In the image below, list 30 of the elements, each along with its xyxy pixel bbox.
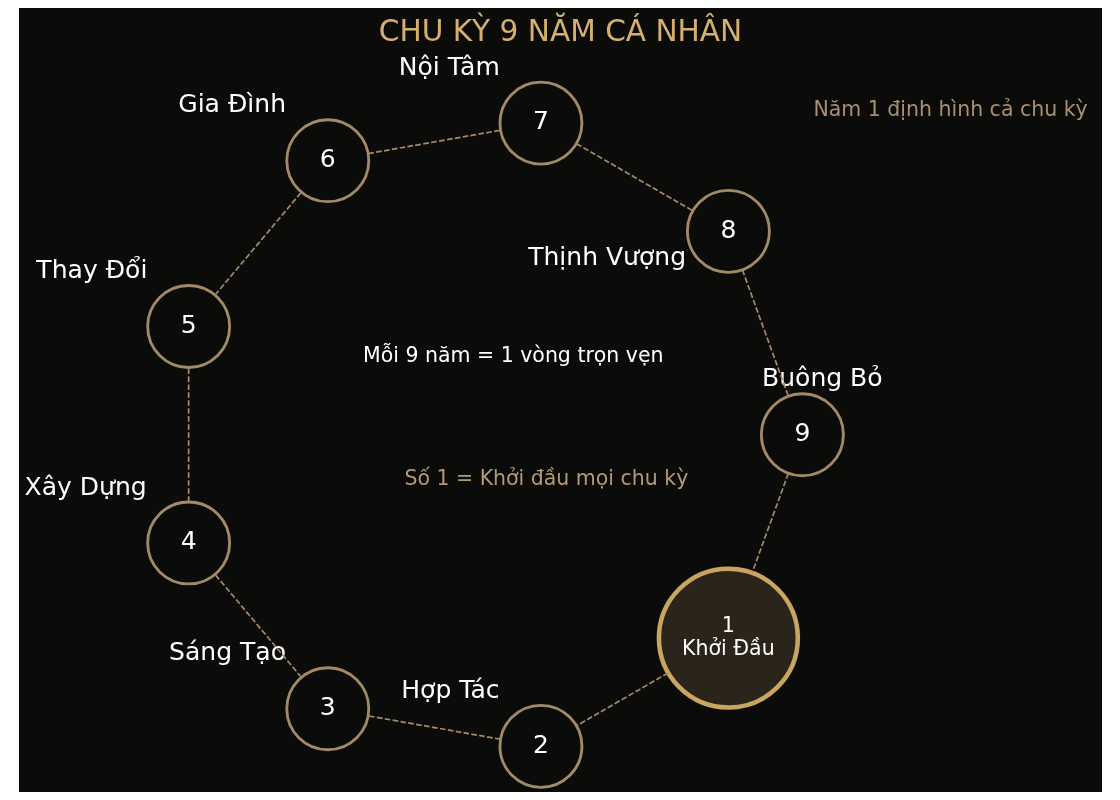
node-circle: 6 [284, 118, 370, 204]
diagram-title: CHU KỲ 9 NĂM CÁ NHÂN [378, 13, 742, 48]
node-circle: 3 [284, 666, 370, 752]
node-circle: 8 [685, 188, 771, 274]
node-circle: 5 [145, 284, 231, 369]
node-label: Thịnh Vượng [527, 242, 686, 272]
node-label: Thay Đổi [35, 255, 147, 285]
node-label: Xây Dựng [23, 471, 147, 501]
node-label: Nội Tâm [398, 51, 500, 81]
label: Năm 1 định hình cả chu kỳ [812, 97, 1088, 122]
connector [213, 573, 302, 679]
connector [187, 366, 189, 503]
node-label: Hợp Tác [400, 675, 500, 705]
connector [741, 269, 789, 397]
node-circle: 1 Khởi Đầu [656, 566, 800, 710]
connector [213, 191, 302, 296]
label: Số 1 = Khởi đầu mọi chu kỳ [403, 466, 688, 491]
label: Mỗi 9 năm = 1 vòng trọn vẹn [362, 343, 664, 368]
node-circle: 9 [759, 392, 845, 478]
node-circle: 2 [498, 703, 583, 789]
connector [750, 472, 789, 574]
node-circle: 4 [145, 500, 231, 586]
node-circle: 7 [498, 80, 583, 166]
connector [366, 715, 501, 741]
node-label: Gia Đình [177, 89, 286, 119]
connector [367, 129, 501, 155]
node-label: Sáng Tạo [168, 637, 286, 667]
connector [575, 142, 694, 212]
node-label: Buông Bỏ [761, 363, 883, 393]
connector [575, 672, 669, 727]
